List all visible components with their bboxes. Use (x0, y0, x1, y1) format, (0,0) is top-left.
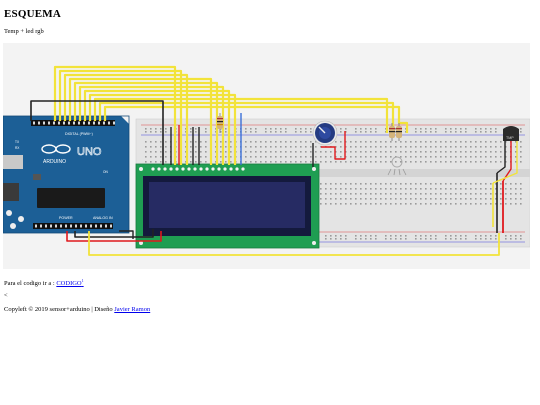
arduino-model-label: UNO (77, 146, 102, 158)
code-link[interactable]: CODIGO1 (56, 278, 84, 288)
back-glyph: < (4, 292, 8, 299)
page-title: ESQUEMA (4, 8, 62, 20)
arduino-on-label: ON (103, 170, 108, 174)
arduino-tx-label: TX (15, 140, 20, 144)
code-link-line: Para el codigo ir a : CODIGO1 (4, 278, 84, 287)
arduino-digital-label: DIGITAL (PWM~) (65, 132, 93, 136)
resistor (217, 113, 223, 133)
potentiometer (312, 120, 338, 146)
circuit-schematic-image: ARDUINO UNO DIGITAL (PWM~) POWER ANALOG … (3, 43, 530, 269)
lcd-16x2-display (135, 163, 320, 249)
page-subtitle: Temp + led rgb (4, 28, 44, 35)
author-link[interactable]: Javier Ramon (114, 306, 151, 313)
code-link-prefix: Para el codigo ir a : (4, 280, 57, 288)
arduino-rx-label: RX (15, 146, 20, 150)
footer-text: Copyleft © 2019 sensor+arduino | Diseño (4, 306, 115, 313)
rgb-led (387, 156, 407, 176)
arduino-uno-board: ARDUINO UNO DIGITAL (PWM~) POWER ANALOG … (3, 115, 130, 234)
resistor (396, 123, 402, 141)
arduino-analog-label: ANALOG IN (93, 216, 113, 220)
temperature-sensor: TMP (503, 126, 519, 141)
resistor (389, 123, 395, 141)
footer-copyright: Copyleft © 2019 sensor+arduino | Diseño … (4, 306, 150, 313)
arduino-brand-label: ARDUINO (43, 159, 66, 165)
sensor-label: TMP (506, 136, 514, 140)
code-link-text: CODIGO (56, 280, 82, 288)
arduino-power-label: POWER (59, 216, 73, 220)
code-link-sup: 1 (81, 278, 84, 283)
